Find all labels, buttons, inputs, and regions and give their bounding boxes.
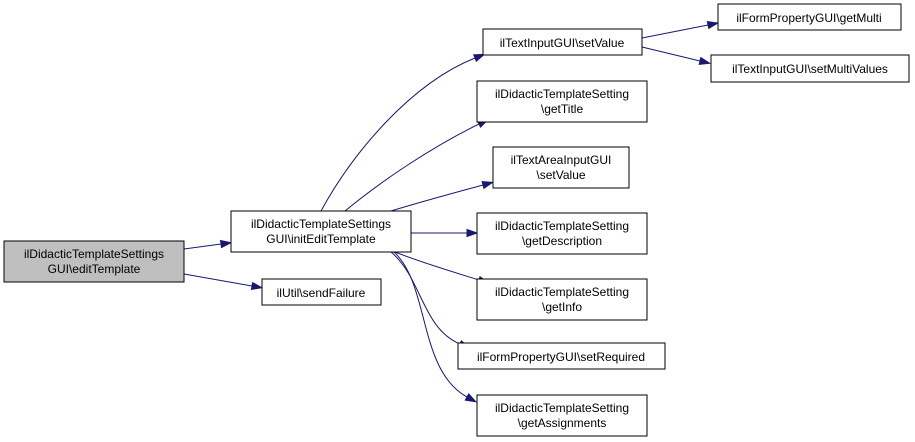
arrowhead-icon [481, 181, 495, 190]
node-get-info-line-1: ilDidacticTemplateSetting [495, 285, 629, 299]
edge-line [394, 251, 480, 281]
edge-init-edit-template-to-text-input-set-value [320, 53, 486, 212]
node-text-input-set-value[interactable]: ilTextInputGUI\setValue [482, 28, 643, 56]
edge-init-edit-template-to-get-info [394, 251, 491, 284]
edge-line [393, 251, 468, 398]
edge-line [390, 184, 484, 212]
node-get-title[interactable]: ilDidacticTemplateSetting \getTitle [476, 80, 648, 123]
arrowhead-icon [472, 53, 486, 63]
node-get-description-line-2: \getDescription [522, 234, 602, 248]
node-edit-template-line-2: GUI\editTemplate [48, 262, 141, 276]
node-set-required[interactable]: ilFormPropertyGUI\setRequired [457, 342, 666, 370]
arrowhead-icon [250, 281, 264, 291]
node-edit-template[interactable]: ilDidacticTemplateSettings GUI\editTempl… [3, 240, 185, 283]
node-send-failure[interactable]: ilUtil\sendFailure [261, 278, 382, 306]
edge-line [183, 273, 253, 287]
node-get-title-line-1: ilDidacticTemplateSetting [495, 87, 629, 101]
edge-line [320, 57, 476, 212]
arrowhead-icon [698, 56, 712, 65]
nodes-layer: ilDidacticTemplateSettings GUI\editTempl… [3, 3, 910, 437]
node-edit-template-line-1: ilDidacticTemplateSettings [24, 247, 164, 261]
edge-line [641, 24, 709, 39]
edge-init-edit-template-to-get-title [344, 118, 490, 212]
edge-init-edit-template-to-set-required [390, 251, 471, 349]
node-get-multi[interactable]: ilFormPropertyGUI\getMulti [717, 3, 902, 31]
node-init-edit-template-line-2: GUI\initEditTemplate [266, 232, 376, 246]
node-get-description-line-1: ilDidacticTemplateSetting [495, 219, 629, 233]
node-text-area-set-value-line-1: ilTextAreaInputGUI [511, 153, 612, 167]
edge-init-edit-template-to-get-assignments [393, 251, 478, 403]
node-set-multi-values[interactable]: ilTextInputGUI\setMultiValues [710, 54, 910, 83]
edge-line [344, 123, 480, 212]
edge-line [641, 46, 701, 62]
arrowhead-icon [219, 239, 233, 249]
node-init-edit-template-line-1: ilDidacticTemplateSettings [251, 217, 391, 231]
edge-init-edit-template-to-text-area-set-value [390, 181, 495, 212]
node-get-title-line-2: \getTitle [541, 102, 584, 116]
node-text-area-set-value-line-2: \setValue [536, 168, 585, 182]
node-init-edit-template[interactable]: ilDidacticTemplateSettings GUI\initEditT… [230, 210, 412, 253]
edge-line [183, 243, 222, 250]
node-set-required-line-1: ilFormPropertyGUI\setRequired [477, 350, 645, 364]
node-get-multi-line-1: ilFormPropertyGUI\getMulti [736, 11, 881, 25]
edge-init-edit-template-to-get-description [411, 228, 479, 238]
edge-text-input-set-value-to-set-multi-values [641, 46, 712, 65]
node-get-assignments-line-1: ilDidacticTemplateSetting [495, 401, 629, 415]
edge-line [390, 251, 461, 345]
arrowhead-icon [706, 21, 720, 30]
edge-text-input-set-value-to-get-multi [641, 21, 720, 39]
node-get-assignments-line-2: \getAssignments [518, 416, 607, 430]
node-text-input-set-value-line-1: ilTextInputGUI\setValue [500, 36, 625, 50]
arrowhead-icon [464, 393, 478, 403]
node-text-area-set-value[interactable]: ilTextAreaInputGUI \setValue [492, 146, 630, 189]
node-get-description[interactable]: ilDidacticTemplateSetting \getDescriptio… [476, 212, 648, 255]
node-get-assignments[interactable]: ilDidacticTemplateSetting \getAssignment… [476, 394, 648, 437]
node-get-info[interactable]: ilDidacticTemplateSetting \getInfo [476, 278, 648, 321]
node-set-multi-values-line-1: ilTextInputGUI\setMultiValues [732, 62, 888, 76]
edge-edit-template-to-init-edit-template [183, 239, 233, 250]
node-send-failure-line-1: ilUtil\sendFailure [277, 286, 366, 300]
node-get-info-line-2: \getInfo [542, 300, 582, 314]
edge-edit-template-to-send-failure [183, 273, 264, 291]
arrowhead-icon [466, 228, 479, 238]
